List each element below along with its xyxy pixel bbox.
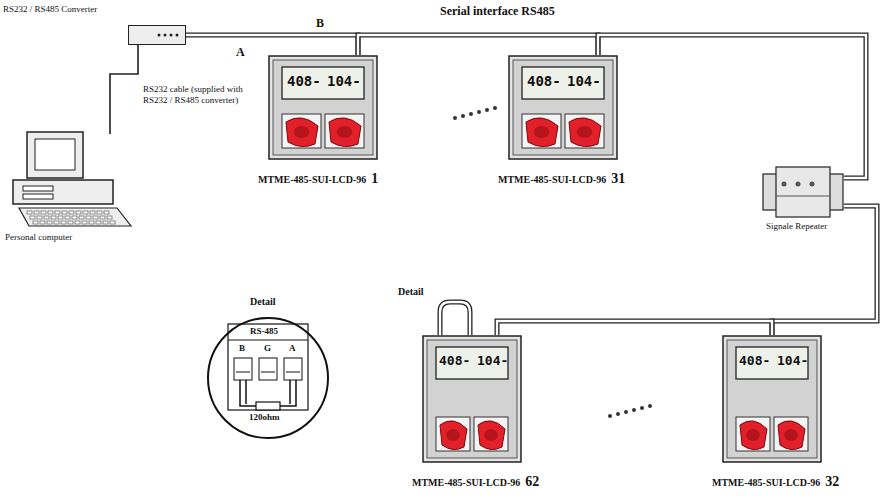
node-illustration <box>762 166 844 218</box>
detail-label: Detail <box>250 296 276 307</box>
node-title: RS232 / RS485 Converter <box>3 4 97 14</box>
lcd-reading: 408- <box>287 73 321 89</box>
rs232-cable <box>110 45 138 134</box>
node-number: 32 <box>825 474 839 489</box>
detail-label: Detail <box>398 286 424 297</box>
bus-wire-gap <box>358 35 598 55</box>
node-title: Personal computer <box>5 232 72 242</box>
note: RS232 cable (supplied with RS232 / RS485… <box>143 84 261 106</box>
pin-name: G <box>264 343 271 353</box>
wire-label: Serial interface RS485 <box>440 4 555 19</box>
detail-view <box>208 318 328 438</box>
bus-wire <box>358 35 598 55</box>
computer: Personal computer <box>5 128 137 246</box>
node-illustration <box>129 26 187 46</box>
bus-wire-gap <box>497 321 772 335</box>
node-title: MTME-485-SUI-LCD-96 <box>258 174 366 185</box>
lcd-reading: 104- <box>777 353 808 368</box>
signal-name: B <box>316 16 324 31</box>
rs485-bus <box>186 35 358 55</box>
meter-box: MTME-485-SUI-LCD-9631 <box>508 55 618 160</box>
node-title: Signale Repeater <box>766 221 827 231</box>
rs485-bus <box>358 35 598 55</box>
bus-wire <box>186 35 358 55</box>
rs485-bus <box>497 321 772 335</box>
node-illustration <box>5 128 137 246</box>
node-title: MTME-485-SUI-LCD-96 <box>712 477 820 488</box>
node-number: 31 <box>611 171 625 186</box>
bus-wire <box>497 321 772 335</box>
node-illustration <box>268 55 378 160</box>
terminal-label: RS-485 <box>250 326 278 336</box>
resistor-symbol <box>256 402 280 410</box>
lcd-reading: 104- <box>327 73 361 89</box>
pin-name: A <box>289 343 296 353</box>
pin-name: B <box>239 343 245 353</box>
lcd-reading: 408- <box>739 353 770 368</box>
bus-wire-gap <box>186 35 358 55</box>
rs485-bus <box>598 35 866 178</box>
detail-loop <box>440 302 470 335</box>
node-title: MTME-485-SUI-LCD-96 <box>412 477 520 488</box>
lcd-reading: 408- <box>527 73 561 89</box>
bus-wire <box>598 35 866 178</box>
signal-name: A <box>236 45 245 60</box>
cable-line <box>110 45 138 134</box>
lcd-reading: 104- <box>567 73 601 89</box>
converter-box: RS232 / RS485 Converter <box>128 25 186 45</box>
repeater-box: Signale Repeater <box>762 166 844 218</box>
resistor-value: 120ohm <box>249 412 280 422</box>
node-number: 62 <box>525 474 539 489</box>
node-title: MTME-485-SUI-LCD-96 <box>498 174 606 185</box>
node-illustration <box>508 55 618 160</box>
detail-loop <box>440 302 470 335</box>
node-number: 1 <box>371 171 378 186</box>
bus-wire-gap <box>598 35 866 178</box>
meter-box: MTME-485-SUI-LCD-961 <box>268 55 378 160</box>
lcd-reading: 408- <box>439 353 470 368</box>
lcd-reading: 104- <box>477 353 508 368</box>
